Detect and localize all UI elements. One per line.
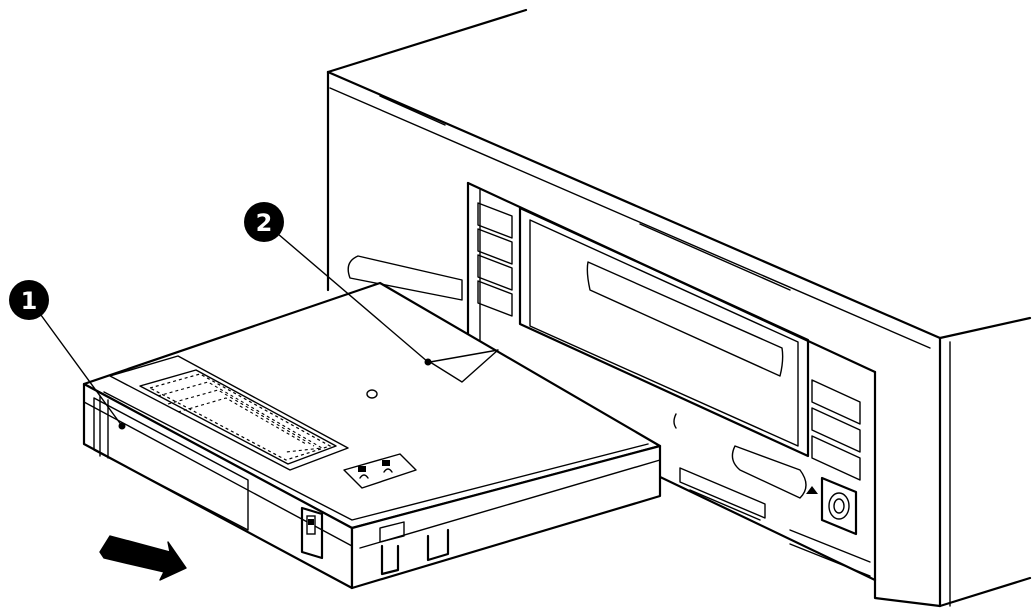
cartridge-hub-mark <box>366 389 378 399</box>
drive-left-buttons <box>477 202 513 317</box>
drive-right-buttons <box>811 379 861 481</box>
tape-drive <box>326 8 1032 608</box>
insert-triangle-icon <box>429 349 499 383</box>
callout-1-number: 1 <box>21 287 38 315</box>
eject-icon <box>806 486 818 494</box>
drive-handle <box>347 255 807 499</box>
cartridge-grip-area <box>109 355 349 471</box>
callout-2-number: 2 <box>256 209 273 237</box>
drive-front-bezel <box>466 181 877 582</box>
lock-icon <box>343 453 417 489</box>
cartridge-label-window <box>93 395 249 531</box>
arrow-right-icon <box>99 535 187 581</box>
drive-tape-slot[interactable] <box>518 206 810 458</box>
callout-2: 2 <box>244 202 432 366</box>
callout-1: 1 <box>9 280 126 430</box>
cartridge-notches <box>379 521 450 576</box>
eject-button[interactable] <box>806 476 858 536</box>
write-protect-switch[interactable] <box>300 506 324 560</box>
tape-cartridge[interactable] <box>82 281 662 590</box>
